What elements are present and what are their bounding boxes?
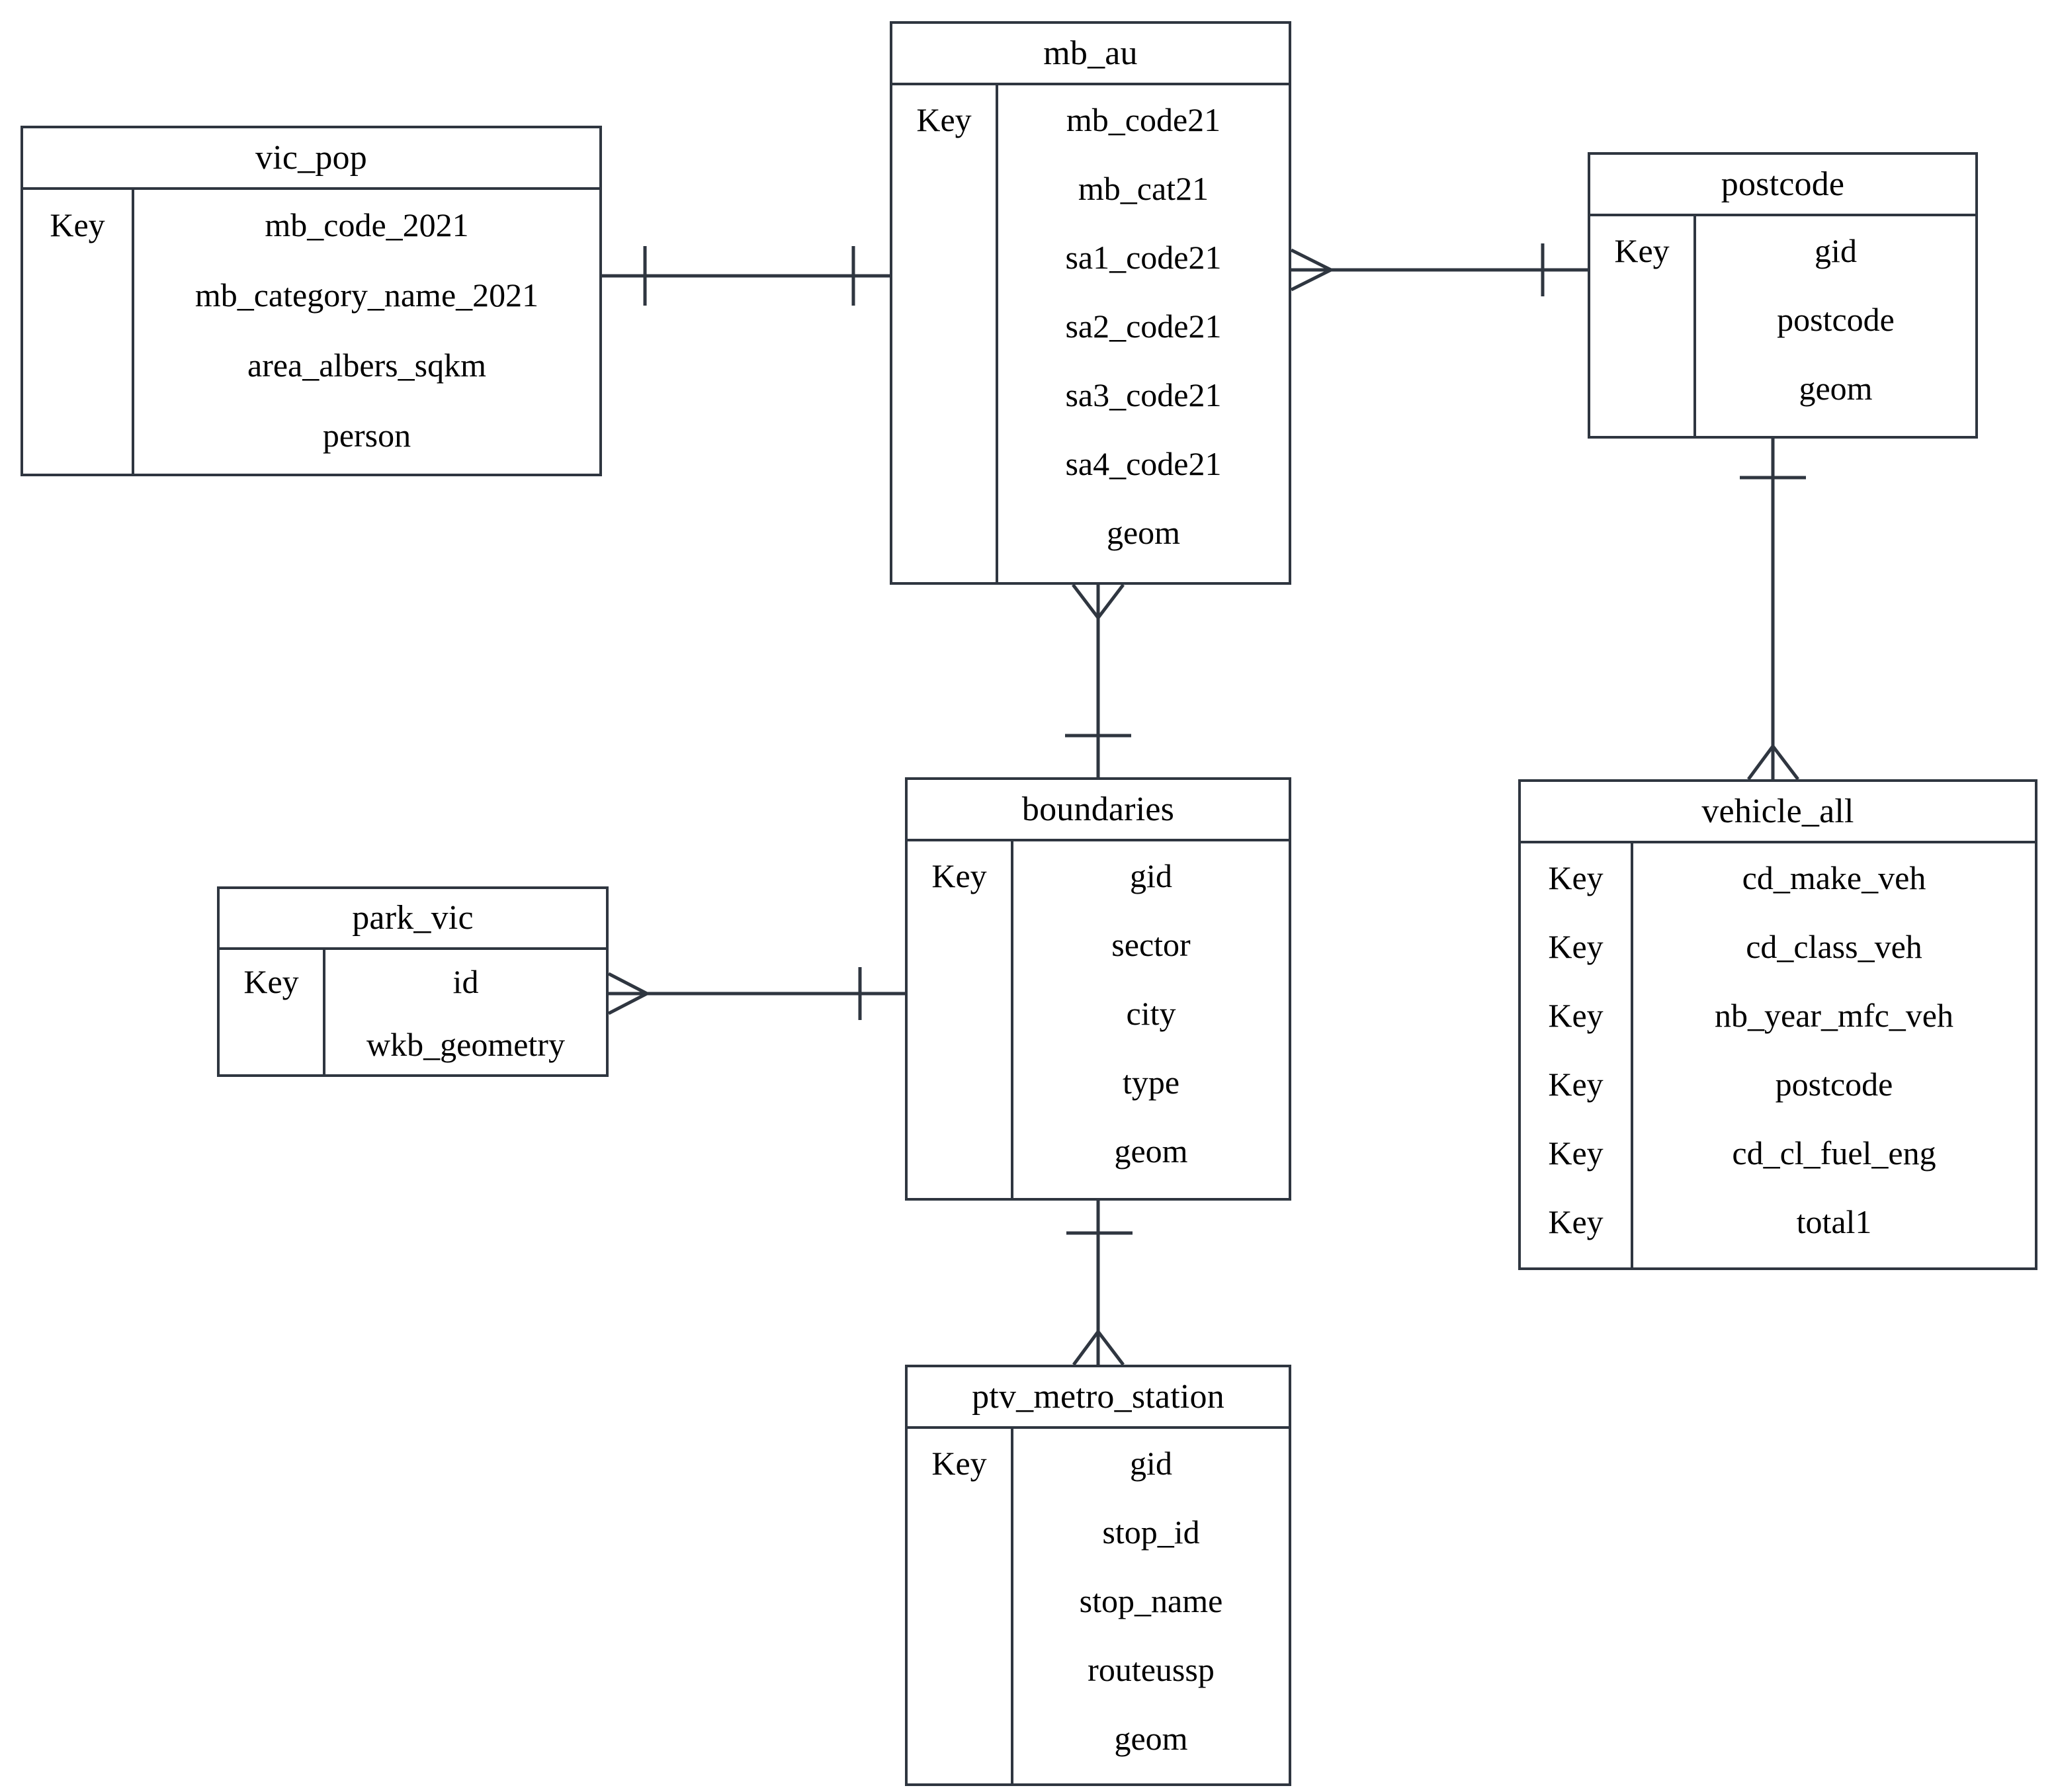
attribute-cell: city — [1126, 995, 1176, 1032]
attribute-cell: routeussp — [1088, 1651, 1215, 1688]
entity-park-vic[interactable]: park_vic Key id wkb_geometry — [217, 886, 609, 1077]
entity-body-boundaries: Key gid sector city type geom — [908, 841, 1289, 1198]
attribute-cell: cd_class_veh — [1746, 928, 1922, 965]
attribute-cell: cd_make_veh — [1742, 859, 1926, 896]
attribute-cell: sector — [1111, 926, 1191, 963]
attribute-cell: gid — [1130, 857, 1172, 894]
relationship-park-vic-boundaries — [607, 967, 905, 1020]
entity-body-mb-au: Key mb_code21 mb_cat21 sa1_code21 sa2_co… — [892, 85, 1289, 582]
attribute-cell: area_albers_sqkm — [247, 347, 486, 384]
entity-body-park-vic: Key id wkb_geometry — [220, 950, 606, 1074]
key-cell: Key — [50, 206, 105, 243]
attribute-column-ptv-metro-station: gid stop_id stop_name routeussp geom — [1013, 1429, 1289, 1783]
entity-body-vic-pop: Key mb_code_2021 mb_category_name_2021 a… — [23, 190, 599, 474]
attribute-cell: cd_cl_fuel_eng — [1732, 1134, 1936, 1172]
entity-body-postcode: Key gid postcode geom — [1590, 216, 1975, 436]
key-cell: Key — [1548, 1066, 1604, 1103]
entity-title-vic-pop: vic_pop — [23, 128, 599, 190]
key-cell: Key — [931, 1445, 987, 1482]
key-column-park-vic: Key — [220, 950, 325, 1074]
key-cell: Key — [931, 857, 987, 894]
key-cell: Key — [1548, 1134, 1604, 1172]
attribute-column-mb-au: mb_code21 mb_cat21 sa1_code21 sa2_code21… — [998, 85, 1289, 582]
attribute-cell: sa1_code21 — [1065, 239, 1222, 276]
attribute-cell: mb_code21 — [1066, 101, 1221, 138]
attribute-cell: stop_name — [1079, 1582, 1223, 1619]
key-column-boundaries: Key — [908, 841, 1013, 1198]
key-column-vehicle-all: Key Key Key Key Key Key — [1521, 843, 1633, 1267]
entity-title-mb-au: mb_au — [892, 24, 1289, 85]
entity-title-boundaries: boundaries — [908, 780, 1289, 841]
key-column-vic-pop: Key — [23, 190, 134, 474]
attribute-cell: geom — [1114, 1720, 1188, 1757]
attribute-cell: stop_id — [1102, 1514, 1200, 1551]
attribute-cell: mb_cat21 — [1078, 170, 1209, 207]
attribute-cell: type — [1122, 1064, 1180, 1101]
entity-vehicle-all[interactable]: vehicle_all Key Key Key Key Key Key cd_m… — [1518, 779, 2037, 1270]
attribute-cell: postcode — [1777, 301, 1895, 338]
attribute-cell: geom — [1114, 1132, 1188, 1170]
attribute-cell: geom — [1106, 514, 1181, 551]
attribute-cell: postcode — [1775, 1066, 1893, 1103]
entity-postcode[interactable]: postcode Key gid postcode geom — [1588, 152, 1978, 439]
attribute-column-vehicle-all: cd_make_veh cd_class_veh nb_year_mfc_veh… — [1633, 843, 2035, 1267]
key-cell: Key — [1548, 859, 1604, 896]
attribute-cell: mb_category_name_2021 — [194, 277, 539, 314]
attribute-cell: geom — [1799, 370, 1873, 407]
entity-body-ptv-metro-station: Key gid stop_id stop_name routeussp geom — [908, 1429, 1289, 1783]
key-cell: Key — [1614, 232, 1670, 269]
attribute-cell: wkb_geometry — [366, 1025, 565, 1063]
attribute-cell: total1 — [1796, 1203, 1872, 1240]
attribute-cell: mb_code_2021 — [265, 206, 469, 243]
attribute-cell: sa4_code21 — [1065, 445, 1222, 482]
entity-ptv-metro-station[interactable]: ptv_metro_station Key gid stop_id stop_n… — [905, 1365, 1291, 1786]
relationship-mb-au-postcode — [1290, 243, 1588, 296]
entity-title-vehicle-all: vehicle_all — [1521, 782, 2035, 843]
key-column-ptv-metro-station: Key — [908, 1429, 1013, 1783]
attribute-cell: gid — [1815, 232, 1857, 269]
attribute-cell: gid — [1130, 1445, 1172, 1482]
entity-title-postcode: postcode — [1590, 155, 1975, 216]
attribute-cell: id — [452, 962, 479, 1000]
entity-title-ptv-metro-station: ptv_metro_station — [908, 1367, 1289, 1429]
key-cell: Key — [1548, 997, 1604, 1034]
attribute-column-park-vic: id wkb_geometry — [325, 950, 606, 1074]
key-cell: Key — [243, 962, 299, 1000]
relationship-mb-au-boundaries — [1065, 583, 1131, 777]
key-cell: Key — [1548, 1203, 1604, 1240]
attribute-column-vic-pop: mb_code_2021 mb_category_name_2021 area_… — [134, 190, 599, 474]
attribute-column-postcode: gid postcode geom — [1696, 216, 1975, 436]
relationship-postcode-vehicle-all — [1740, 439, 1806, 781]
key-column-postcode: Key — [1590, 216, 1696, 436]
entity-mb-au[interactable]: mb_au Key mb_code21 mb_cat21 sa1_code21 … — [890, 21, 1291, 585]
key-cell: Key — [1548, 928, 1604, 965]
entity-boundaries[interactable]: boundaries Key gid sector city type geom — [905, 777, 1291, 1201]
attribute-cell: person — [322, 417, 411, 454]
attribute-cell: sa2_code21 — [1065, 308, 1222, 345]
attribute-column-boundaries: gid sector city type geom — [1013, 841, 1289, 1198]
key-cell: Key — [916, 101, 972, 138]
entity-vic-pop[interactable]: vic_pop Key mb_code_2021 mb_category_nam… — [21, 126, 602, 476]
relationship-boundaries-ptv-metro-station — [1066, 1201, 1133, 1366]
attribute-cell: nb_year_mfc_veh — [1715, 997, 1953, 1034]
entity-title-park-vic: park_vic — [220, 889, 606, 951]
relationship-vic-pop-mb-au — [602, 246, 890, 306]
key-column-mb-au: Key — [892, 85, 998, 582]
entity-body-vehicle-all: Key Key Key Key Key Key cd_make_veh cd_c… — [1521, 843, 2035, 1267]
attribute-cell: sa3_code21 — [1065, 376, 1222, 413]
